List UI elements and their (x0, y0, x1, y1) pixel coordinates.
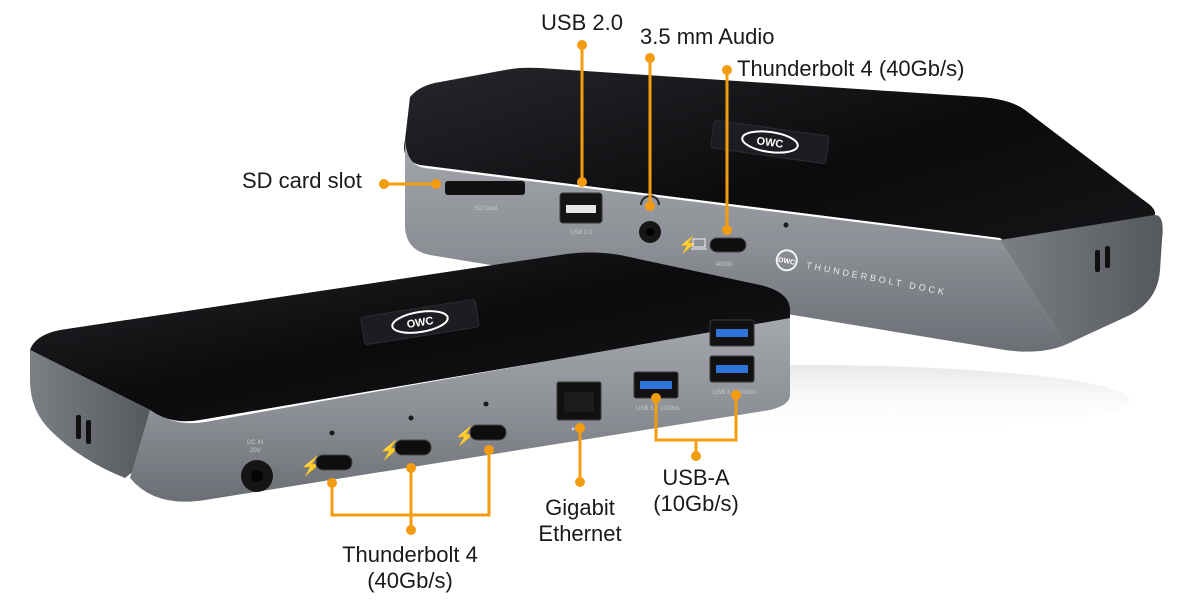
thunderbolt-icon: ⚡ (678, 235, 698, 254)
callout-usba-line1: USB-A (662, 465, 730, 490)
brand-logo-front: OWC (756, 135, 784, 151)
callout-usb20: USB 2.0 (541, 10, 623, 35)
brand-logo-rear: OWC (406, 315, 434, 331)
callout-ethernet-line1: Gigabit (545, 495, 615, 520)
usb-a-port-label-1: USB 3.2 10Gb/s (636, 406, 679, 412)
rear-dock-side (30, 350, 150, 478)
tb4-rear-port-1 (315, 454, 353, 471)
callout-sd-card: SD card slot (242, 168, 362, 193)
callout-thunderbolt-rear-line2: (40Gb/s) (367, 568, 453, 593)
sd-card-slot (445, 181, 525, 195)
usb2-port-label: USB 2.0 (570, 230, 593, 236)
rear-dock: OWC DC IN 20V ⚡ ⚡ ⚡ ⟷ USB 3.2 10Gb/s USB… (30, 252, 790, 502)
tb4-front-port (709, 237, 747, 253)
tb4-rear-port-3 (469, 424, 507, 441)
sd-port-label: SD Card (474, 206, 497, 212)
front-dock: OWC SD Card USB 2.0 ⚡ 40Gb/ OWC THUNDERB… (404, 67, 1163, 352)
tb4-rear-port-2 (394, 439, 432, 456)
front-dock-side (1000, 215, 1163, 345)
callout-thunderbolt-front: Thunderbolt 4 (40Gb/s) (737, 56, 965, 81)
dc-in-label: DC IN (247, 440, 263, 446)
laptop-icon (691, 238, 707, 250)
front-dock-top (404, 67, 1155, 300)
dc-in-voltage: 20V (250, 448, 261, 454)
tb-port-label-front: 40Gb/ (716, 262, 733, 268)
callout-thunderbolt-rear-line1: Thunderbolt 4 (342, 542, 478, 567)
callout-ethernet-line2: Ethernet (538, 521, 622, 546)
callout-usba-line2: (10Gb/s) (653, 491, 739, 516)
callout-audio: 3.5 mm Audio (640, 24, 775, 49)
rear-dock-face (130, 318, 790, 502)
callout-lines (327, 40, 741, 535)
brand-logo-small: OWC (777, 257, 795, 267)
